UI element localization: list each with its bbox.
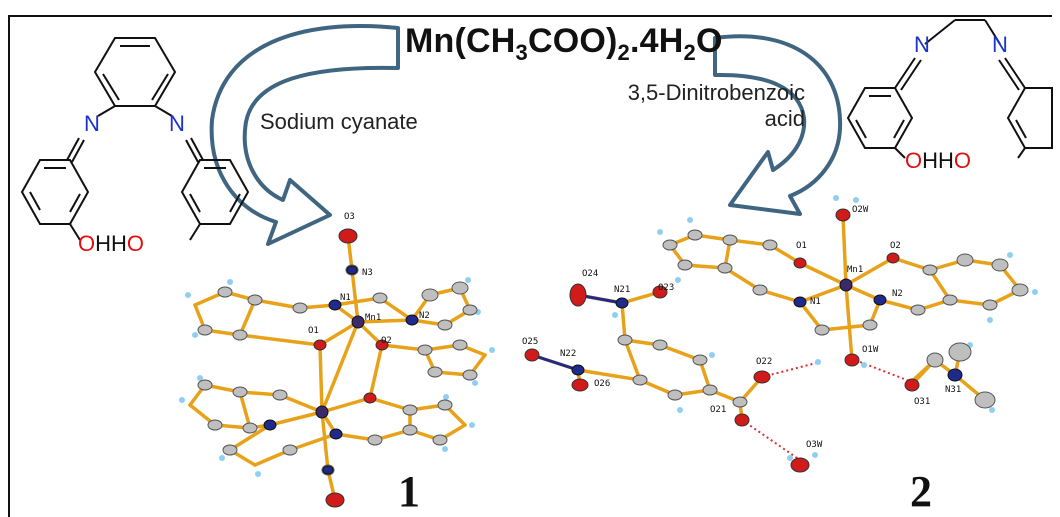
hydrogen-label: H	[938, 148, 954, 173]
reagent-part: Mn(CH	[405, 22, 516, 60]
reagent-part: .4H	[629, 22, 684, 60]
atom-label: N2	[419, 311, 430, 321]
reagent-part: COO)	[527, 22, 618, 60]
atom-label: N31	[945, 385, 961, 395]
oxygen-label: O	[78, 231, 96, 256]
atom-label: N3	[362, 268, 373, 278]
reagent-formula: Mn(CH3COO)2.4H2O	[405, 22, 723, 66]
atom-label: O1W	[862, 345, 879, 355]
atom-label: O3W	[806, 440, 823, 450]
right-curved-arrow	[713, 34, 843, 216]
ligand-right-n2: N	[992, 32, 1008, 57]
hydrogen-label: H	[95, 231, 112, 256]
atom-label: N1	[810, 297, 821, 307]
ligand-left-n2: N	[169, 111, 185, 136]
condition-right-line2: acid	[764, 106, 805, 131]
atom-label: O24	[582, 269, 598, 279]
compound-label-1: 1	[398, 467, 420, 516]
crystal-structure-2	[524, 195, 1038, 473]
ligand-left-structure	[20, 37, 250, 241]
condition-left: Sodium cyanate	[260, 109, 418, 134]
atom-labels-1: O3 N3 N1 Mn1 N2 O1 O2	[308, 212, 430, 346]
compound-label-2: 2	[910, 467, 932, 516]
hydrogen-label: H	[111, 231, 127, 256]
atom-label: N21	[614, 285, 630, 295]
reagent-subscript: 2	[683, 39, 696, 65]
condition-right: 3,5-Dinitrobenzoic acid	[585, 80, 805, 132]
reagent-subscript: 2	[617, 39, 630, 65]
atom-label: O2	[381, 336, 392, 346]
atom-label: O2W	[852, 205, 869, 215]
atom-label: O21	[710, 405, 726, 415]
condition-right-line1: 3,5-Dinitrobenzoic	[627, 80, 805, 105]
ligand-left-n1: N	[84, 111, 100, 136]
atom-label: O3	[344, 212, 355, 222]
atom-label: O26	[594, 379, 610, 389]
atom-label: O25	[522, 337, 538, 347]
oxygen-label: O	[126, 231, 145, 256]
atom-label: N22	[560, 349, 576, 359]
oxygen-label: O	[953, 148, 972, 173]
ligand-right-hydroxyl: OHHO	[905, 148, 971, 174]
atom-label: O2	[890, 241, 901, 251]
atom-label: O31	[914, 397, 930, 407]
atom-label: O1	[308, 326, 319, 336]
atom-label: O1	[796, 241, 807, 251]
reagent-part: O	[695, 22, 723, 60]
atom-label: O23	[658, 283, 674, 293]
oxygen-label: O	[905, 148, 923, 173]
atom-label: Mn1	[847, 265, 863, 275]
atom-label: O22	[756, 357, 772, 367]
atom-labels-2: O2W O1 Mn1 O2 N1 N2 O24 N21 O23 O25 N22 …	[522, 205, 961, 450]
reagent-subscript: 3	[515, 39, 528, 65]
ligand-right-structure	[846, 19, 1053, 159]
ligand-left-hydroxyl: OHHO	[78, 231, 144, 257]
ligand-right-n1: N	[914, 32, 930, 57]
atom-label: N2	[892, 289, 903, 299]
atom-label: N1	[340, 293, 351, 303]
left-curved-arrow	[209, 24, 400, 246]
crystal-structure-1	[179, 228, 495, 508]
atom-label: Mn1	[365, 313, 381, 323]
hydrogen-label: H	[922, 148, 939, 173]
